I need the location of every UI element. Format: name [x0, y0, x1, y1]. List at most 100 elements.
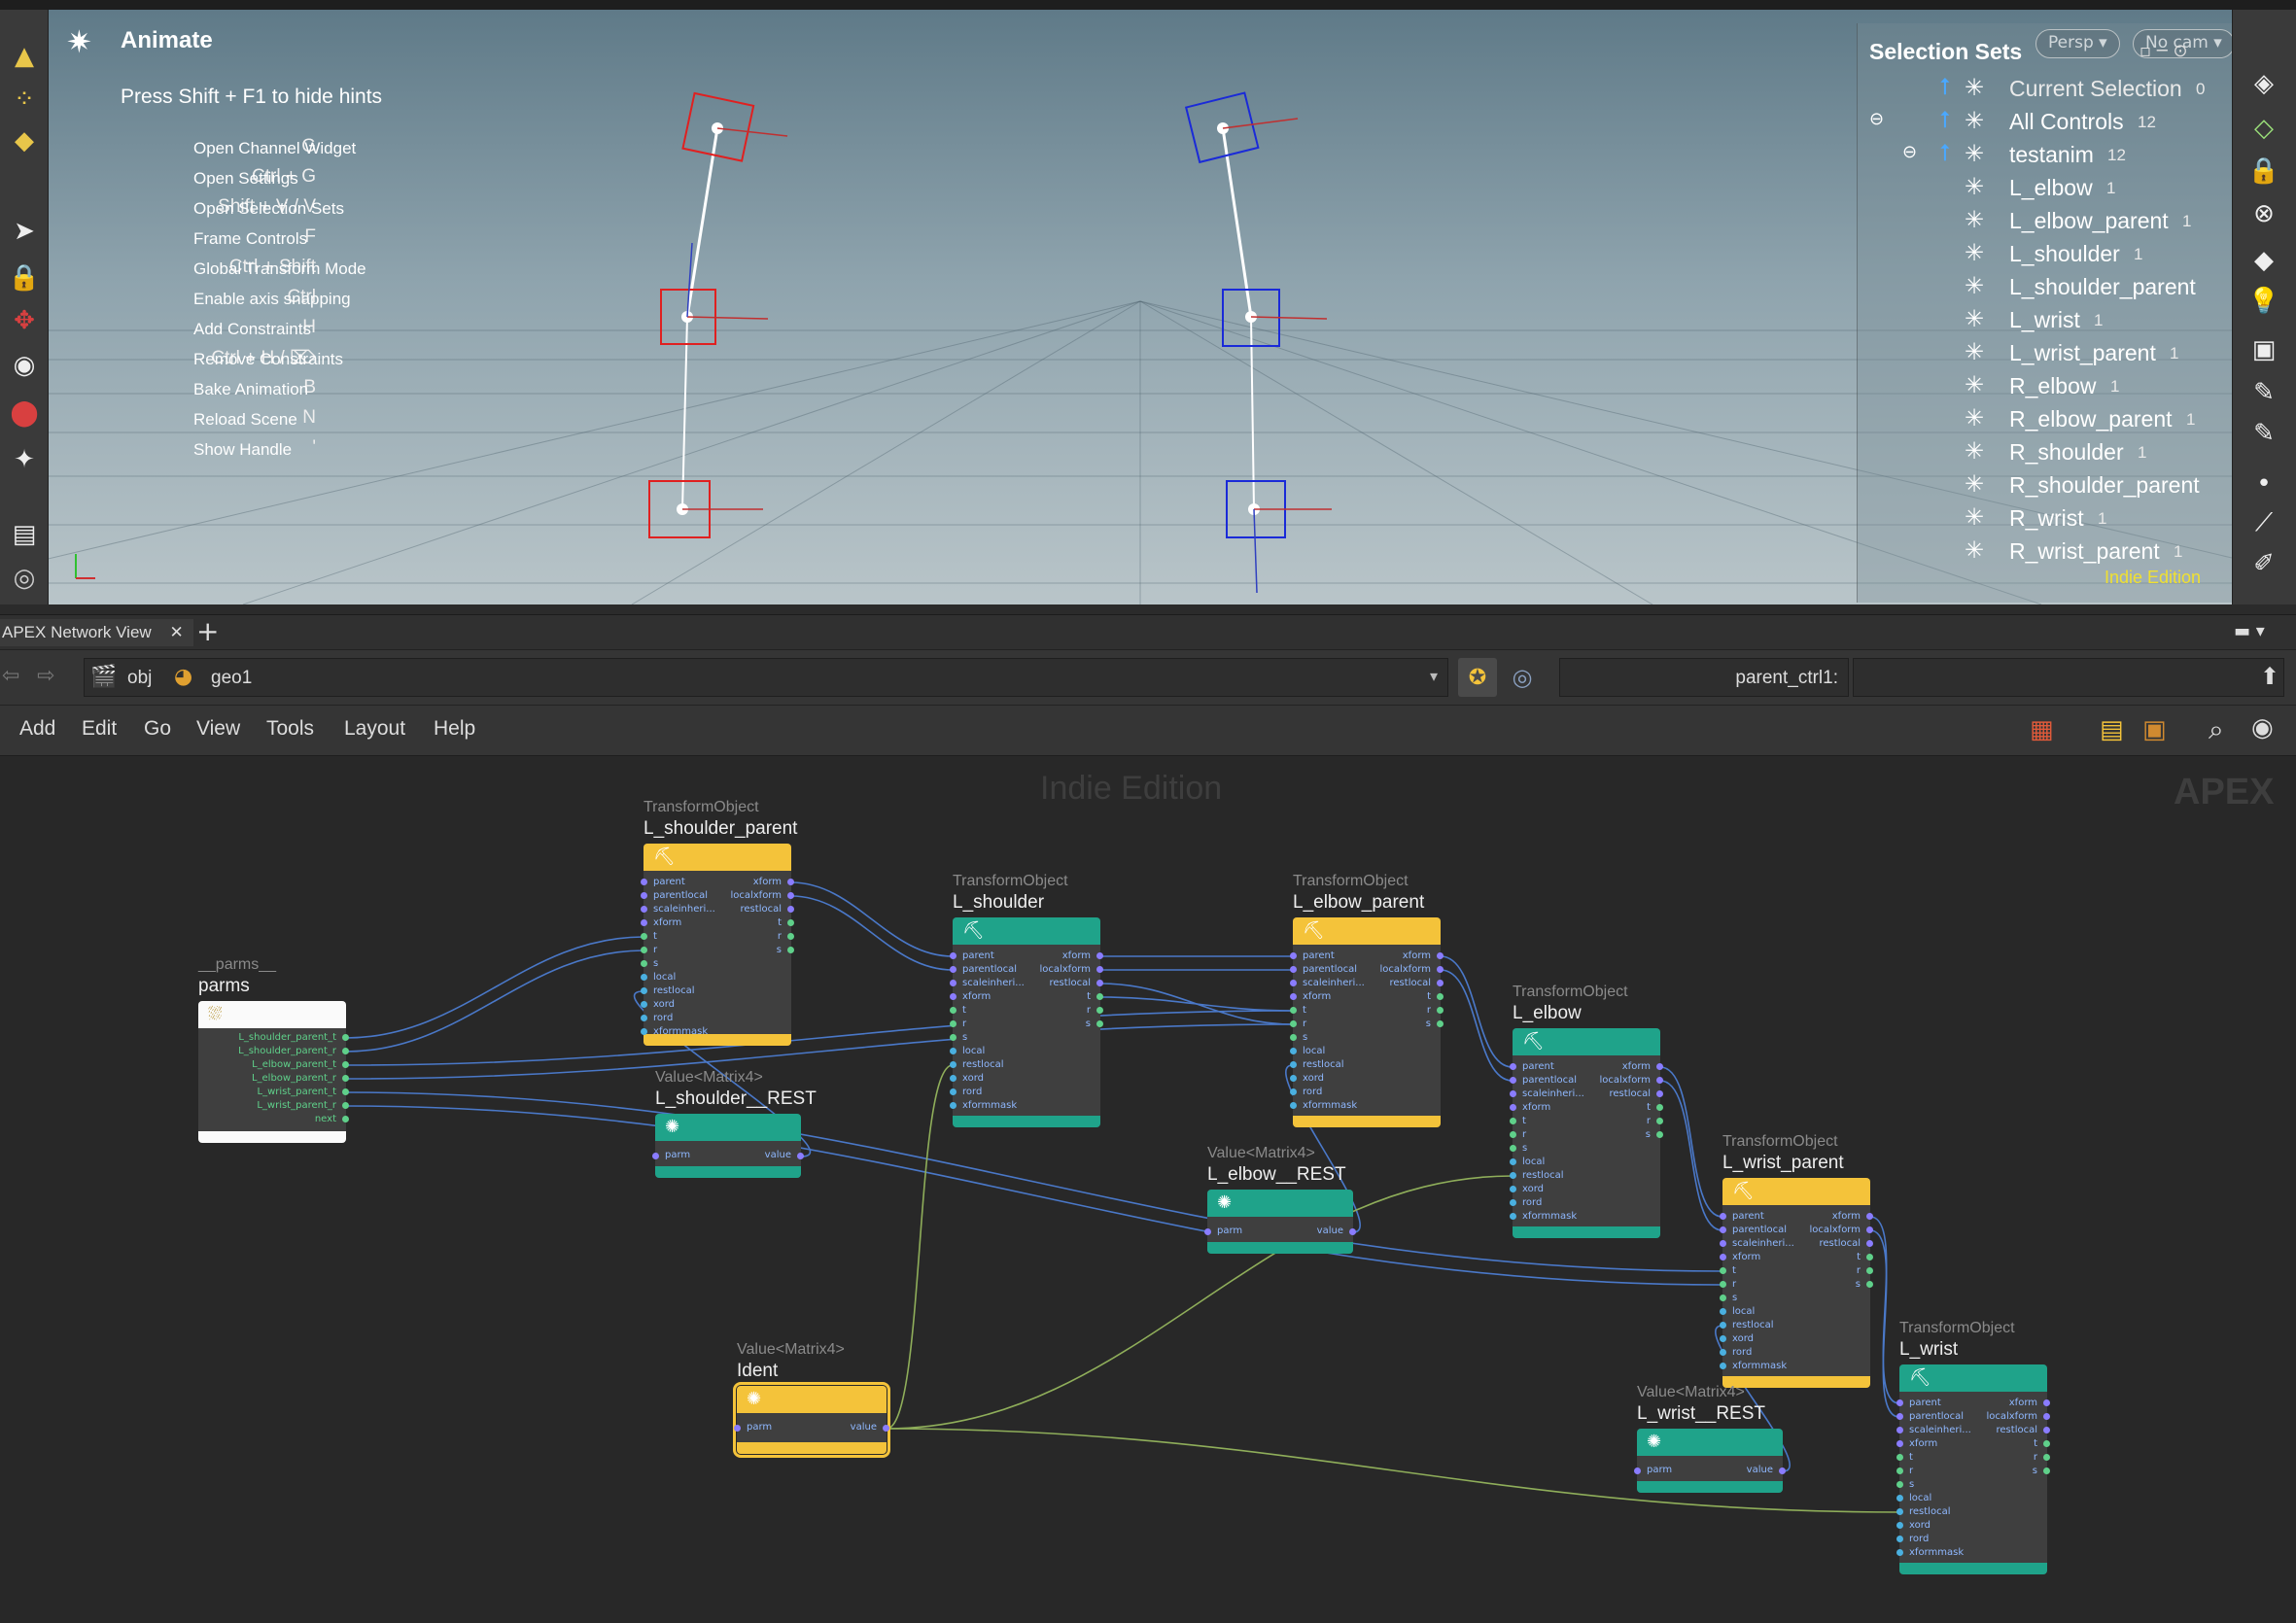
visibility-icon[interactable]: ⭡: [1939, 140, 1951, 166]
input-port[interactable]: [1720, 1226, 1726, 1233]
input-port[interactable]: [1510, 1118, 1516, 1124]
input-port[interactable]: [641, 1028, 647, 1035]
input-port[interactable]: [641, 987, 647, 994]
input-port[interactable]: [1290, 1007, 1297, 1014]
input-port[interactable]: [950, 952, 957, 959]
input-port[interactable]: [1896, 1468, 1903, 1474]
network-editor[interactable]: Indie Edition APEX __parms__parms⛆L_shou…: [0, 756, 2296, 1623]
book-icon[interactable]: ▤: [12, 520, 37, 549]
breadcrumb-obj[interactable]: obj: [127, 668, 153, 688]
output-port[interactable]: [1866, 1281, 1873, 1288]
input-port[interactable]: [1720, 1349, 1726, 1356]
input-port[interactable]: [1510, 1186, 1516, 1192]
output-port[interactable]: [342, 1102, 349, 1109]
input-port[interactable]: [641, 906, 647, 913]
input-port[interactable]: [641, 960, 647, 967]
input-port[interactable]: [641, 1001, 647, 1008]
output-port[interactable]: [787, 879, 794, 885]
input-port[interactable]: [950, 1075, 957, 1082]
cone-icon[interactable]: ▲: [15, 42, 34, 71]
layers-icon[interactable]: ◈: [2254, 69, 2274, 98]
input-port[interactable]: [950, 1007, 957, 1014]
input-port[interactable]: [641, 933, 647, 940]
menu-view[interactable]: View: [196, 717, 241, 740]
output-port[interactable]: [1866, 1254, 1873, 1260]
rotate-icon[interactable]: ◉: [13, 351, 36, 380]
output-port[interactable]: [2043, 1468, 2050, 1474]
forward-arrow-icon[interactable]: ⇨: [37, 664, 55, 688]
input-port[interactable]: [1290, 1075, 1297, 1082]
output-port[interactable]: [1437, 980, 1444, 986]
input-port[interactable]: [652, 1153, 659, 1159]
input-port[interactable]: [1720, 1308, 1726, 1315]
output-port[interactable]: [1437, 966, 1444, 973]
menu-help[interactable]: Help: [434, 717, 476, 740]
input-port[interactable]: [1510, 1213, 1516, 1220]
input-port[interactable]: [950, 993, 957, 1000]
input-port[interactable]: [1896, 1454, 1903, 1461]
breadcrumb-geo[interactable]: geo1: [211, 668, 253, 688]
input-port[interactable]: [1510, 1077, 1516, 1084]
brush-icon[interactable]: ⟋: [2254, 507, 2274, 537]
input-port[interactable]: [1634, 1468, 1641, 1474]
input-port[interactable]: [641, 947, 647, 953]
input-port[interactable]: [1896, 1440, 1903, 1447]
input-port[interactable]: [1510, 1172, 1516, 1179]
output-port[interactable]: [787, 906, 794, 913]
output-port[interactable]: [1656, 1131, 1663, 1138]
back-arrow-icon[interactable]: ⇦: [2, 664, 20, 688]
camera-dropdown[interactable]: No cam ▾: [2133, 29, 2232, 58]
input-port[interactable]: [1510, 1104, 1516, 1111]
view-alt-icon[interactable]: ✎: [2253, 419, 2275, 448]
visibility-icon[interactable]: ⭡: [1939, 107, 1951, 133]
sticky-note-icon[interactable]: ▤: [2100, 715, 2124, 744]
input-port[interactable]: [1510, 1063, 1516, 1070]
output-port[interactable]: [342, 1034, 349, 1041]
input-port[interactable]: [950, 1034, 957, 1041]
input-port[interactable]: [1290, 966, 1297, 973]
input-port[interactable]: [1896, 1536, 1903, 1542]
output-port[interactable]: [797, 1153, 804, 1159]
menu-tools[interactable]: Tools: [266, 717, 315, 740]
input-port[interactable]: [950, 980, 957, 986]
input-port[interactable]: [1896, 1413, 1903, 1420]
menu-edit[interactable]: Edit: [82, 717, 118, 740]
output-port[interactable]: [2043, 1427, 2050, 1433]
chevron-down-icon[interactable]: ▾: [1430, 667, 1439, 685]
scale-icon[interactable]: ⬤: [10, 398, 39, 428]
input-port[interactable]: [1290, 1048, 1297, 1054]
points-icon[interactable]: ⁘: [14, 85, 35, 114]
input-port[interactable]: [1896, 1495, 1903, 1502]
input-port[interactable]: [950, 1088, 957, 1095]
input-port[interactable]: [1896, 1522, 1903, 1529]
input-port[interactable]: [1720, 1254, 1726, 1260]
collapse-icon[interactable]: ⊖: [1902, 142, 1918, 161]
input-port[interactable]: [1896, 1399, 1903, 1406]
input-port[interactable]: [1720, 1363, 1726, 1369]
output-port[interactable]: [1437, 1020, 1444, 1027]
input-port[interactable]: [1720, 1267, 1726, 1274]
lock-icon[interactable]: 🔒: [8, 263, 41, 293]
input-port[interactable]: [1290, 1088, 1297, 1095]
input-port[interactable]: [950, 1061, 957, 1068]
menu-layout[interactable]: Layout: [344, 717, 406, 740]
pin-icon[interactable]: ◆: [2254, 246, 2274, 275]
collapse-icon[interactable]: ⊖: [1869, 109, 1885, 128]
output-port[interactable]: [1656, 1063, 1663, 1070]
parm-value-field[interactable]: ⬆: [1853, 658, 2284, 697]
